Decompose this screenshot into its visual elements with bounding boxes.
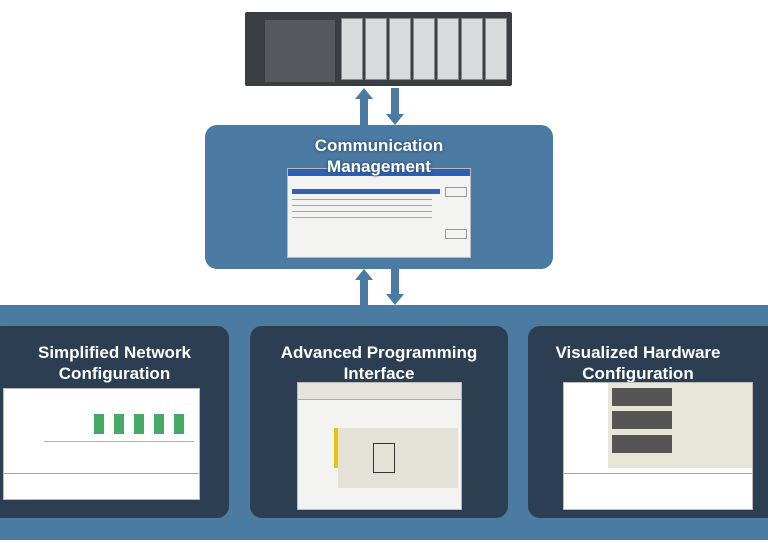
card-title: Visualized Hardware Configuration (555, 343, 721, 383)
plc-controller-image (245, 12, 512, 86)
communication-title: Communication Management (314, 136, 444, 176)
arrow-down-icon (386, 269, 404, 305)
arrow-up-icon (355, 88, 373, 125)
hardware-configuration-screenshot (563, 382, 753, 510)
card-title: Advanced Programming Interface (280, 343, 478, 383)
programming-interface-screenshot (297, 382, 462, 510)
arrow-up-icon (355, 269, 373, 305)
communication-screenshot (287, 168, 471, 258)
network-configuration-screenshot (3, 388, 200, 500)
card-title: Simplified Network Configuration (37, 343, 192, 383)
arrow-down-icon (386, 88, 404, 125)
